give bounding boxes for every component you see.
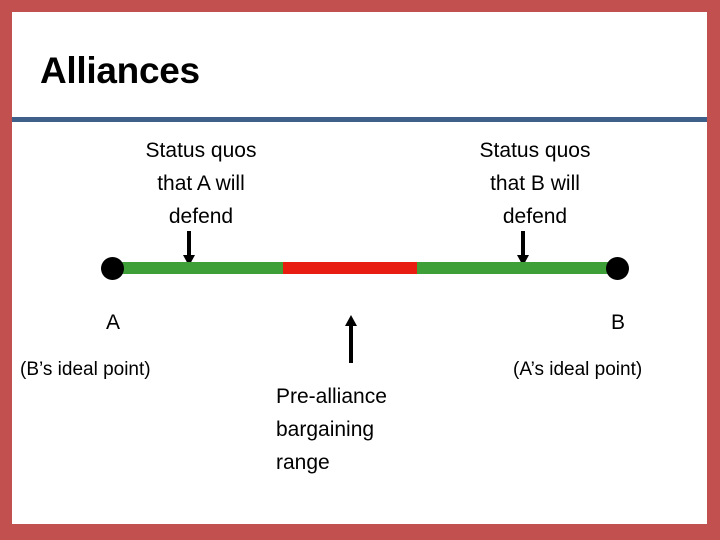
issue-dimension-line xyxy=(12,257,707,280)
line-segment-bargaining-range xyxy=(283,262,417,274)
caption-a-line3: defend xyxy=(168,205,234,228)
endpoint-dot-b xyxy=(606,257,629,280)
arrow-shaft xyxy=(187,231,191,258)
arrow-shaft xyxy=(349,324,353,363)
ideal-point-label-left: (B’s ideal point) xyxy=(20,359,151,380)
caption-status-quos-a: Status quos that A will defend xyxy=(106,134,296,233)
actor-label-a: A xyxy=(105,311,120,334)
arrow-down-icon-b xyxy=(514,231,532,267)
caption-status-quos-b: Status quos that B will defend xyxy=(440,134,630,233)
range-line1: Pre-alliance xyxy=(276,385,387,408)
caption-b-line3: defend xyxy=(502,205,568,228)
slide-canvas: Alliances Status quos that A will defend… xyxy=(12,12,707,524)
caption-pre-alliance-bargaining-range: Pre-alliance bargaining range xyxy=(276,380,456,479)
caption-b-line2: that B will xyxy=(490,172,580,195)
arrow-head xyxy=(517,255,529,266)
arrow-head xyxy=(183,255,195,266)
caption-b-line1: Status quos xyxy=(479,139,591,162)
arrow-shaft xyxy=(521,231,525,258)
caption-a-line2: that A will xyxy=(157,172,245,195)
range-line2: bargaining xyxy=(276,418,375,441)
caption-a-line1: Status quos xyxy=(145,139,257,162)
range-line3: range xyxy=(276,451,330,474)
endpoint-dot-a xyxy=(101,257,124,280)
arrow-head xyxy=(345,315,357,326)
title-divider-rule xyxy=(12,117,707,122)
ideal-point-label-right: (A’s ideal point) xyxy=(513,359,643,380)
page-title: Alliances xyxy=(40,50,200,91)
actor-label-b: B xyxy=(610,311,625,334)
arrow-up-icon-range xyxy=(342,315,360,363)
arrow-down-icon-a xyxy=(180,231,198,267)
